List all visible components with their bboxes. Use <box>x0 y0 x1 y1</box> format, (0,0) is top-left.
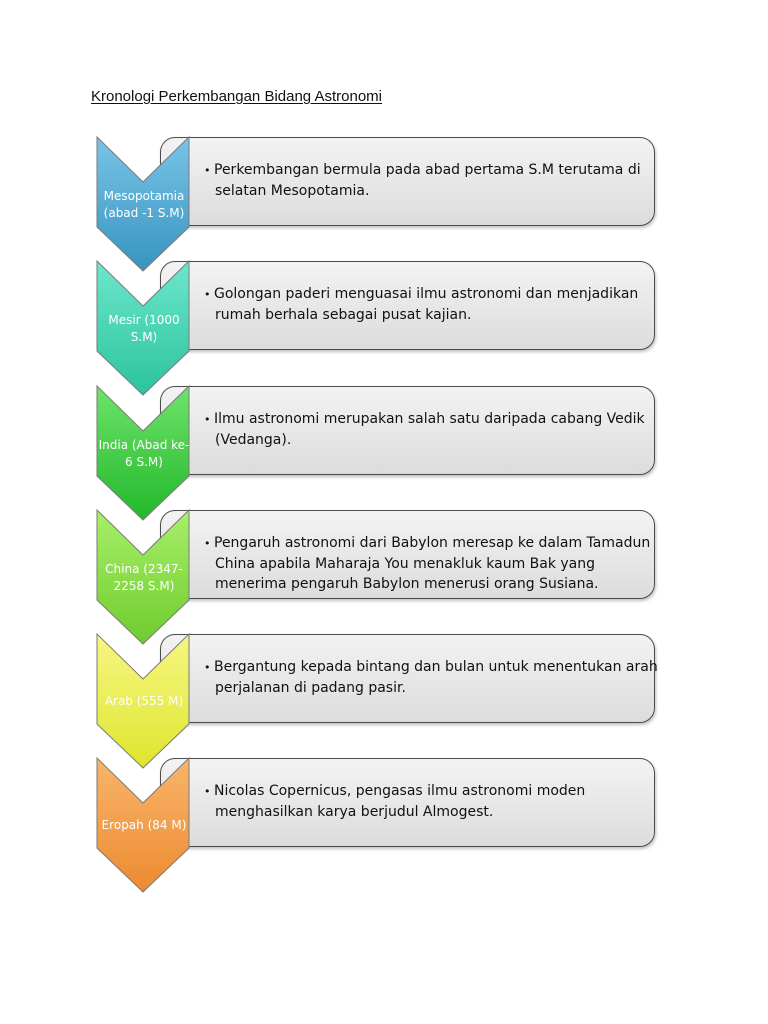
step-description-box: • Golongan paderi menguasai ilmu astrono… <box>160 261 655 350</box>
step-description: • Ilmu astronomi merupakan salah satu da… <box>204 409 663 450</box>
timeline-step: • Perkembangan bermula pada abad pertama… <box>0 135 768 277</box>
step-label: Mesopotamia (abad -1 S.M) <box>103 188 185 220</box>
timeline-step: • Pengaruh astronomi dari Babylon meresa… <box>0 508 768 650</box>
chevron-arrow-shape <box>96 259 190 396</box>
chevron-arrow-shape <box>96 384 190 521</box>
bullet-icon: • <box>204 164 214 177</box>
step-description: • Pengaruh astronomi dari Babylon meresa… <box>204 533 663 594</box>
step-description: • Golongan paderi menguasai ilmu astrono… <box>204 284 663 325</box>
timeline-step: • Ilmu astronomi merupakan salah satu da… <box>0 384 768 526</box>
bullet-icon: • <box>204 413 214 426</box>
timeline-step: • Golongan paderi menguasai ilmu astrono… <box>0 259 768 401</box>
step-description: • Bergantung kepada bintang dan bulan un… <box>204 657 663 698</box>
step-description-box: • Pengaruh astronomi dari Babylon meresa… <box>160 510 655 599</box>
step-label: India (Abad ke-6 S.M) <box>98 437 190 469</box>
step-description-text: Perkembangan bermula pada abad pertama S… <box>214 162 641 199</box>
bullet-icon: • <box>204 288 214 301</box>
step-description-box: • Ilmu astronomi merupakan salah satu da… <box>160 386 655 475</box>
step-description-text: Nicolas Copernicus, pengasas ilmu astron… <box>214 783 586 820</box>
chevron-arrow-shape <box>96 508 190 645</box>
step-label: Arab (555 M) <box>104 694 184 708</box>
step-label: Mesir (1000 S.M) <box>108 312 180 344</box>
chevron-arrow-shape <box>96 632 190 769</box>
bullet-icon: • <box>204 661 214 674</box>
bullet-icon: • <box>204 785 214 798</box>
step-label: China (2347-2258 S.M) <box>105 561 183 593</box>
bullet-icon: • <box>204 537 214 550</box>
timeline-step: • Nicolas Copernicus, pengasas ilmu astr… <box>0 756 768 898</box>
step-description-text: Golongan paderi menguasai ilmu astronomi… <box>214 286 639 323</box>
page-title: Kronologi Perkembangan Bidang Astronomi <box>91 88 383 105</box>
timeline-step: • Bergantung kepada bintang dan bulan un… <box>0 632 768 774</box>
step-description-box: • Nicolas Copernicus, pengasas ilmu astr… <box>160 758 655 847</box>
step-description: • Nicolas Copernicus, pengasas ilmu astr… <box>204 781 663 822</box>
chevron-arrow-shape <box>96 135 190 272</box>
chevron-arrow-shape <box>96 756 190 893</box>
step-description-text: Ilmu astronomi merupakan salah satu dari… <box>214 411 645 448</box>
step-description-box: • Bergantung kepada bintang dan bulan un… <box>160 634 658 723</box>
step-description-text: Bergantung kepada bintang dan bulan untu… <box>214 659 658 696</box>
step-description-text: Pengaruh astronomi dari Babylon meresap … <box>214 535 651 592</box>
step-description: • Perkembangan bermula pada abad pertama… <box>204 160 663 201</box>
step-description-box: • Perkembangan bermula pada abad pertama… <box>160 137 655 226</box>
step-label: Eropah (84 M) <box>101 818 187 832</box>
